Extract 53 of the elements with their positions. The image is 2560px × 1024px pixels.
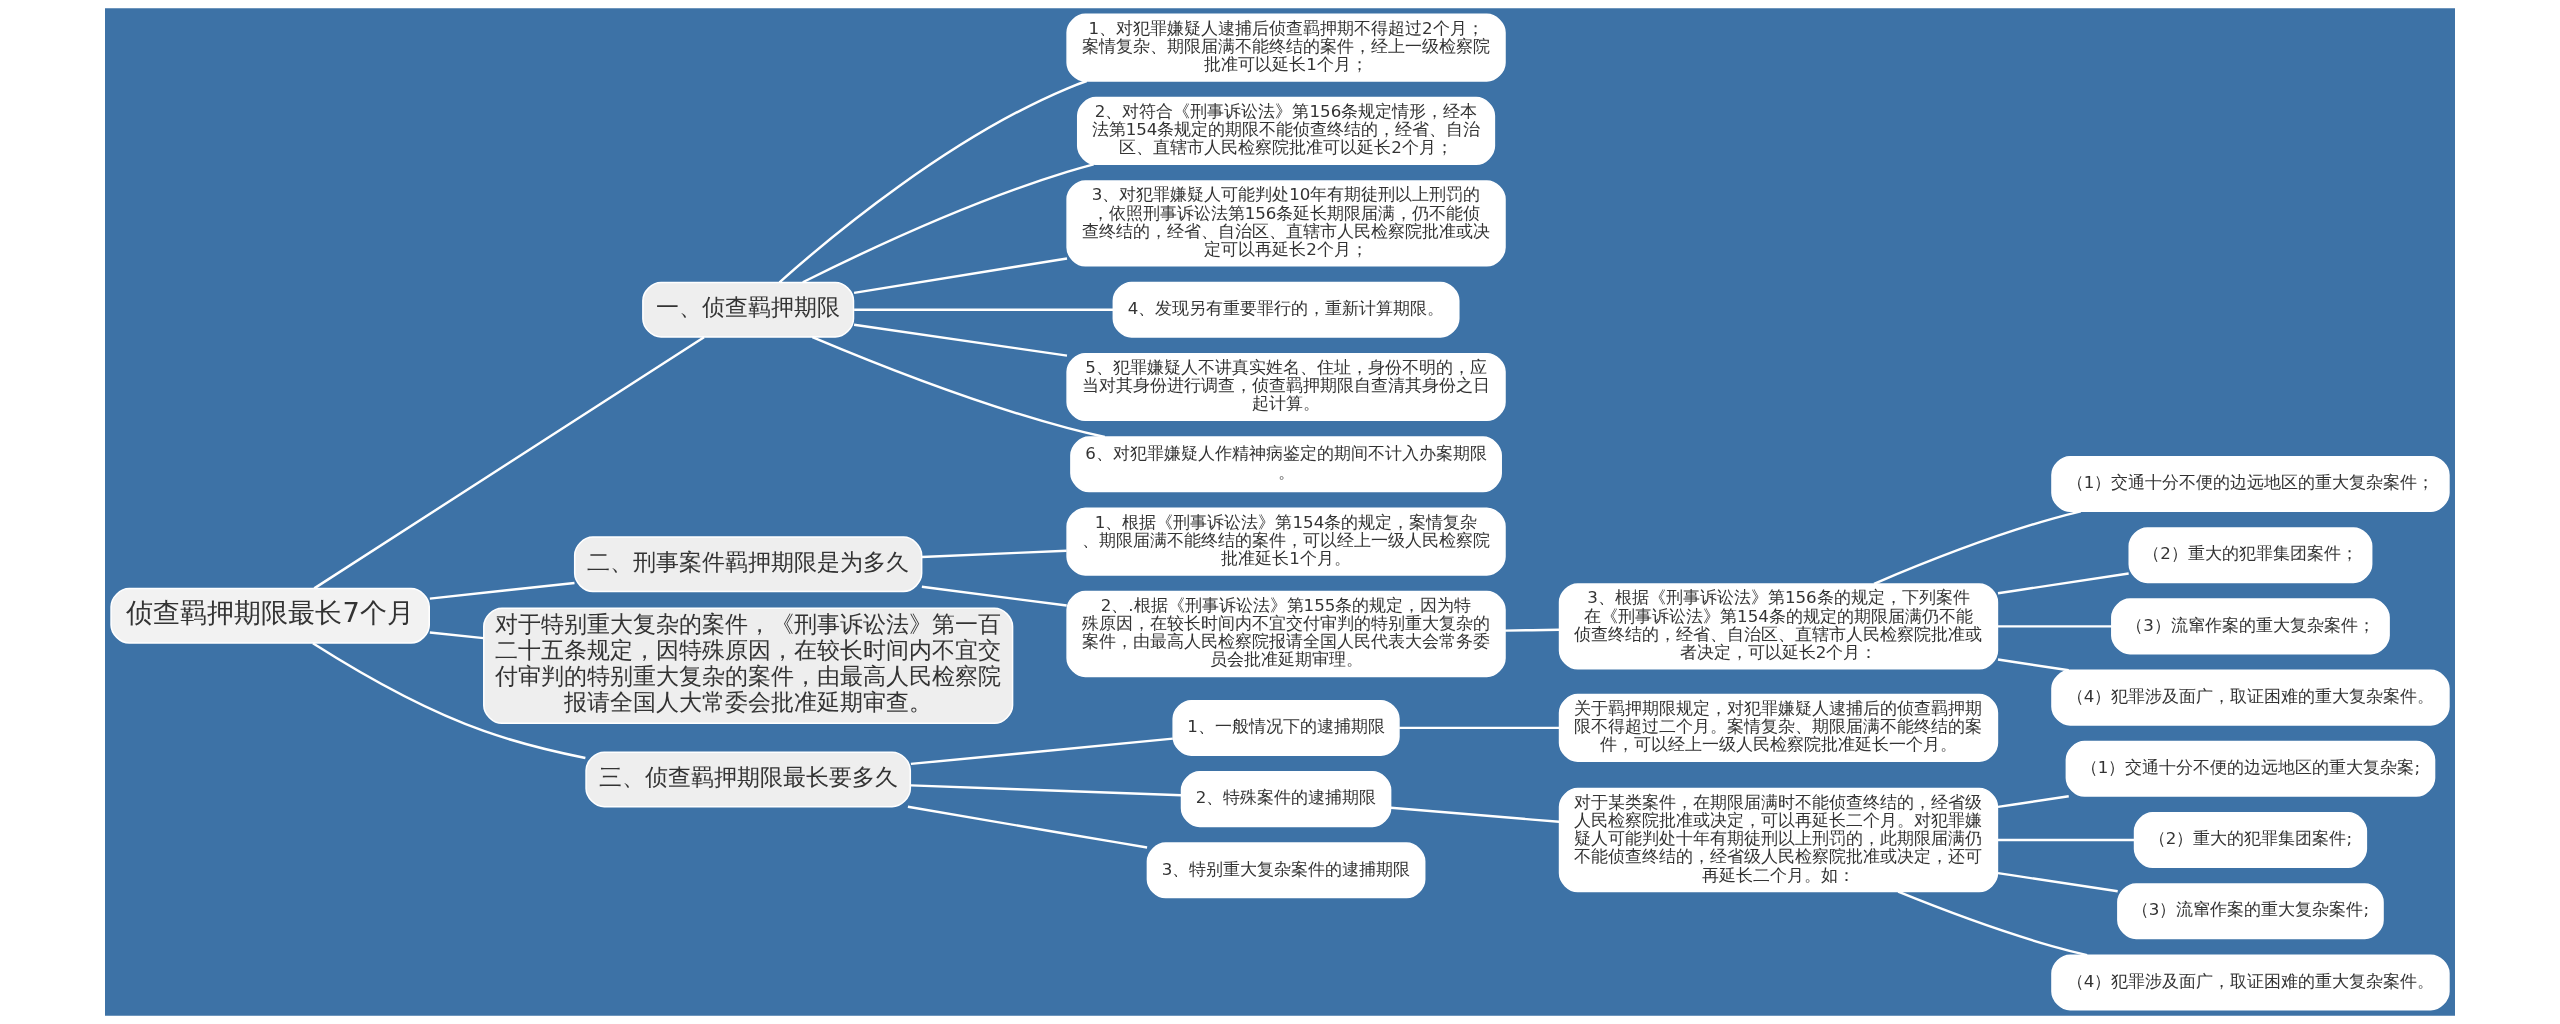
connector (313, 336, 705, 590)
connector (1399, 726, 1560, 730)
connector (429, 631, 484, 640)
node-box: （4）犯罪涉及面广，取证困难的重大复杂案件。 (2051, 669, 2450, 726)
node-box: 侦查羁押期限最长7个月 (110, 587, 430, 644)
connector (1997, 658, 2069, 672)
connector (1998, 625, 2112, 628)
node-box: （4）犯罪涉及面广，取证困难的重大复杂案件。 (2051, 954, 2450, 1011)
node-box: （1）交通十分不便的边远地区的重大复杂案; (2065, 740, 2436, 797)
connector (910, 737, 1173, 766)
connector (921, 585, 1067, 607)
connector (811, 336, 1106, 439)
node-box: （1）交通十分不便的边远地区的重大复杂案件； (2051, 455, 2450, 512)
node-box: 三、侦查羁押期限最长要多久 (585, 751, 912, 808)
node-box: 3、根据《刑事诉讼法》第156条的规定，下列案件在《刑事诉讼法》第154条的规定的期限届满仍不能侦查终结的，经省、自治区、直辖市人民检察院批准或者决定，可以延长2个月： (1558, 583, 1999, 670)
node-box: 6、对犯罪嫌疑人作精神病鉴定的期间不计入办案期限。 (1070, 436, 1502, 493)
node-box: （2）重大的犯罪集团案件; (2133, 812, 2368, 869)
connector (910, 784, 1182, 797)
node-box: 2、特殊案件的逮捕期限 (1180, 771, 1392, 828)
connector (1997, 795, 2069, 809)
node-box: 1、一般情况下的逮捕期限 (1172, 699, 1400, 756)
connector (907, 805, 1148, 849)
connector (778, 79, 1088, 284)
node-box: 1、根据《刑事诉讼法》第154条的规定，案情复杂、期限届满不能终结的案件，可以经上一级人民检察院批准延长1个月。 (1066, 507, 1506, 576)
connector (1873, 510, 2082, 585)
node-box: （3）流窜作案的重大复杂案件; (2117, 883, 2384, 940)
connector (1997, 572, 2129, 595)
node-box: 对于特别重大复杂的案件，《刑事诉讼法》第一百二十五条规定，因特殊原因，在较长时间内不宜交付审判的特别重大复杂的案件，由最高人民检察院报请全国人大常委会批准延期审查。 (483, 607, 1014, 725)
node-box: 4、发现另有重要罪行的，重新计算期限。 (1112, 281, 1460, 338)
node-box: 2、.根据《刑事诉讼法》第155条的规定，因为特殊原因，在较长时间内不宜交付审判的特别重大复杂的案件，由最高人民检察院报请全国人民代表大会常务委员会批准延期审理。 (1066, 590, 1506, 678)
connector (1897, 890, 2088, 957)
node-box: 关于羁押期限规定，对犯罪嫌疑人逮捕后的侦查羁押期限不得超过二个月。案情复杂、期限届满不能终结的案件，可以经上一级人民检察院批准延长一个月。 (1558, 693, 1999, 762)
node-box: （3）流窜作案的重大复杂案件； (2111, 598, 2390, 655)
connector (921, 549, 1067, 559)
connector (429, 581, 575, 600)
node-box: 1、对犯罪嫌疑人逮捕后侦查羁押期不得超过2个月；案情复杂、期限届满不能终结的案件，经上一级检察院批准可以延长1个月； (1066, 13, 1506, 82)
node-box: 对于某类案件，在期限届满时不能侦查终结的，经省级人民检察院批准或决定，可以再延长二个月。对犯罪嫌疑人可能判处十年有期徒刑以上刑罚的，此期限届满仍不能侦查终结的，经省级人民检察院批准或决定，还可再延长二个月。如： (1558, 787, 1999, 893)
connector (853, 257, 1068, 295)
connector (1998, 838, 2135, 842)
connector (853, 323, 1068, 357)
connector (854, 308, 1114, 311)
connector (802, 163, 1094, 284)
connector (1390, 806, 1560, 824)
node-box: 二、刑事案件羁押期限是为多久 (573, 536, 923, 593)
node-box: 一、侦查羁押期限 (642, 281, 855, 338)
connector (312, 642, 586, 760)
connector (1997, 871, 2118, 893)
node-box: 2、对符合《刑事诉讼法》第156条规定情形，经本法第154条规定的期限不能侦查终结的，经省、自治区、直辖市人民检察院批准可以延长2个月； (1076, 96, 1496, 166)
node-box: 3、对犯罪嫌疑人可能判处10年有期徒刑以上刑罚的，依照刑事诉讼法第156条延长期限届满，仍不能侦查终结的，经省、自治区、直辖市人民检察院批准或决定可以再延长2个月； (1066, 180, 1506, 267)
node-box: 3、特别重大复杂案件的逮捕期限 (1146, 842, 1426, 899)
node-box: （2）重大的犯罪集团案件； (2128, 527, 2373, 584)
connector (1505, 628, 1560, 632)
node-box: 5、犯罪嫌疑人不讲真实姓名、住址，身份不明的，应当对其身份进行调查，侦查羁押期限自查清其身份之日起计算。 (1066, 352, 1506, 422)
